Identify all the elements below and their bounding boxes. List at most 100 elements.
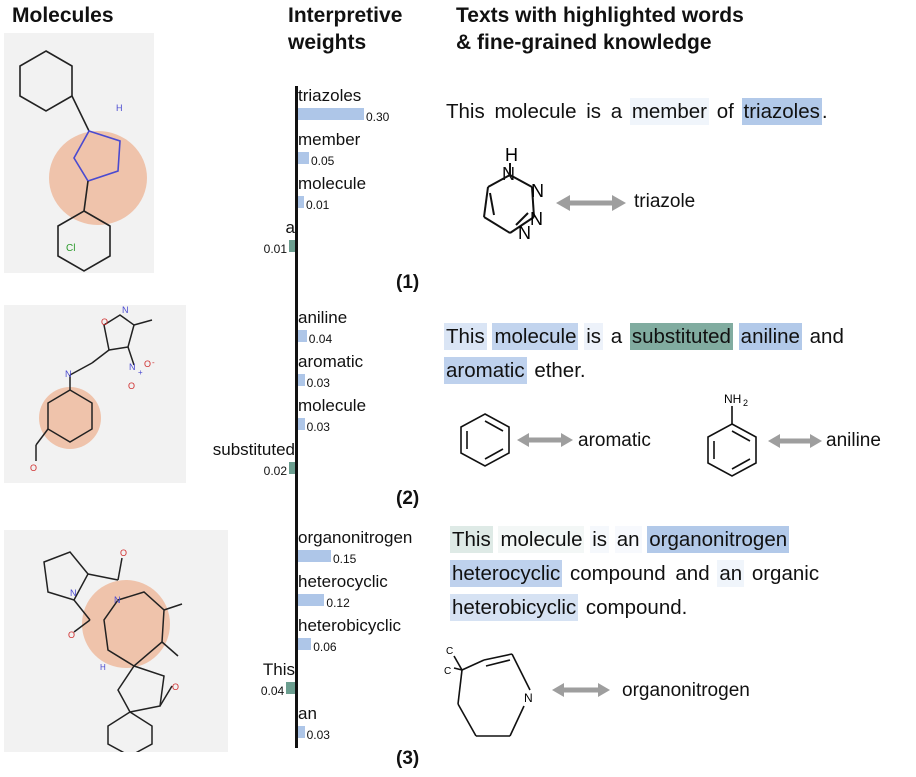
- knowledge-label-aniline: aniline: [826, 430, 881, 451]
- weight-bar: [298, 550, 331, 562]
- molecule-structure-3: N N O O O H: [43, 548, 183, 752]
- weights-axis: [295, 528, 298, 748]
- highlighted-text-1: This molecule is a member of triazoles.: [444, 95, 916, 129]
- substructure-highlight-3: [82, 580, 170, 668]
- weight-word: member: [298, 130, 361, 149]
- svg-text:H: H: [116, 103, 123, 113]
- azepine-structure: C C N: [444, 646, 610, 737]
- sentence-token: and: [675, 562, 710, 585]
- sentence-token: is: [584, 323, 603, 350]
- molecule-image-3: N N O O O H: [4, 530, 228, 752]
- svg-text:Cl: Cl: [66, 243, 75, 254]
- svg-text:N: N: [129, 362, 136, 372]
- weight-value: 0.03: [306, 728, 330, 742]
- sentence-token: is: [586, 100, 601, 123]
- weight-value: 0.12: [326, 596, 350, 610]
- sentence-token: is: [590, 526, 609, 553]
- weights-axis: [295, 308, 298, 548]
- weight-bar: [298, 196, 304, 208]
- weight-value: 0.15: [333, 552, 357, 566]
- molecule-image-2: N N O O N + O - O: [4, 305, 186, 483]
- svg-text:O: O: [128, 381, 135, 391]
- weight-bar: [298, 638, 312, 650]
- sentence-token: This: [446, 100, 485, 123]
- sentence-token: aniline: [738, 323, 802, 350]
- highlighted-text-3: This molecule is an organonitrogen heter…: [450, 523, 900, 625]
- sentence-token: a: [610, 100, 623, 123]
- weight-word: molecule: [298, 396, 367, 415]
- svg-text:H: H: [505, 145, 518, 165]
- svg-text:O: O: [144, 359, 151, 369]
- sentence-token: molecule: [498, 526, 585, 553]
- svg-text:C: C: [446, 646, 453, 657]
- svg-text:N: N: [502, 164, 515, 184]
- highlighted-text-2: This molecule is a substituted aniline a…: [444, 320, 916, 388]
- benzene-structure: [460, 413, 573, 467]
- knowledge-label-aromatic: aromatic: [578, 430, 651, 451]
- weight-word: triazoles: [298, 86, 362, 105]
- texts-header: Texts with highlighted words & fine-grai…: [456, 4, 744, 54]
- weight-word: organonitrogen: [298, 528, 413, 547]
- weight-word: heterocyclic: [298, 572, 388, 591]
- molecule-image-1: H Cl: [4, 33, 154, 273]
- svg-text:N: N: [65, 369, 72, 379]
- sentence-token: an: [717, 560, 745, 587]
- sentence-token: triazoles: [741, 98, 822, 125]
- weights-header: Interpretive weights: [288, 4, 403, 54]
- weight-value: 0.06: [313, 640, 337, 654]
- knowledge-aniline: NH 2: [702, 390, 830, 491]
- weight-value: 0.03: [306, 376, 330, 390]
- weight-bar: [298, 330, 307, 342]
- svg-text:C: C: [444, 666, 451, 677]
- svg-text:O: O: [30, 463, 37, 473]
- weights-chart-3: organonitrogen 0.15 heterocyclic 0.12 hetero…: [180, 528, 480, 748]
- svg-text:O: O: [120, 548, 127, 558]
- weight-word: heterobicyclic: [298, 616, 401, 635]
- aniline-structure: NH 2: [707, 392, 822, 477]
- weight-bar: [298, 594, 325, 606]
- svg-text:O: O: [172, 682, 179, 692]
- sentence-token: molecule: [492, 323, 579, 350]
- sentence-token: compound: [569, 562, 666, 585]
- weight-value: 0.01: [263, 242, 287, 256]
- weight-bar: [298, 726, 305, 738]
- sentence-token: an: [614, 526, 642, 553]
- sentence-token: heterobicyclic: [450, 594, 579, 621]
- knowledge-triazole: H N N N N: [470, 145, 640, 250]
- weight-bar: [289, 462, 295, 474]
- weight-word: aniline: [298, 308, 348, 327]
- knowledge-label-organonitrogen: organonitrogen: [622, 680, 750, 701]
- weight-value: 0.01: [306, 198, 330, 212]
- molecule-structure-2: N N O O N + O - O: [30, 305, 155, 473]
- weight-bar: [298, 152, 309, 164]
- molecules-header: Molecules: [12, 4, 114, 27]
- svg-text:+: +: [138, 368, 143, 377]
- svg-text:N: N: [530, 209, 543, 229]
- svg-text:N: N: [70, 588, 77, 598]
- sentence-punctuation: .: [821, 100, 828, 123]
- weight-word: This: [262, 660, 295, 679]
- svg-text:O: O: [68, 630, 75, 640]
- sentence-token: molecule: [494, 100, 577, 123]
- weight-bar: [298, 374, 305, 386]
- knowledge-aromatic: [455, 408, 575, 477]
- sentence-token: substituted: [629, 323, 733, 350]
- sentence-token: organonitrogen: [647, 526, 790, 553]
- weight-value: 0.04: [308, 332, 333, 346]
- sentence-token: ether.: [534, 359, 586, 382]
- knowledge-organonitrogen: C C N: [440, 640, 640, 755]
- sentence-token: heterocyclic: [450, 560, 563, 587]
- weight-value: 0.03: [306, 420, 330, 434]
- svg-text:N: N: [518, 223, 531, 243]
- weight-bar: [298, 108, 364, 120]
- sentence-token: organic: [751, 562, 820, 585]
- svg-text:H: H: [100, 663, 106, 672]
- weight-bar: [286, 682, 295, 694]
- weight-value: 0.30: [366, 110, 390, 124]
- weight-value: 0.05: [311, 154, 335, 168]
- panel-label-3: (3): [396, 748, 420, 769]
- sentence-token: of: [716, 100, 734, 123]
- weight-word: an: [298, 704, 317, 723]
- weight-word: substituted: [212, 440, 295, 459]
- sentence-token: This: [450, 526, 493, 553]
